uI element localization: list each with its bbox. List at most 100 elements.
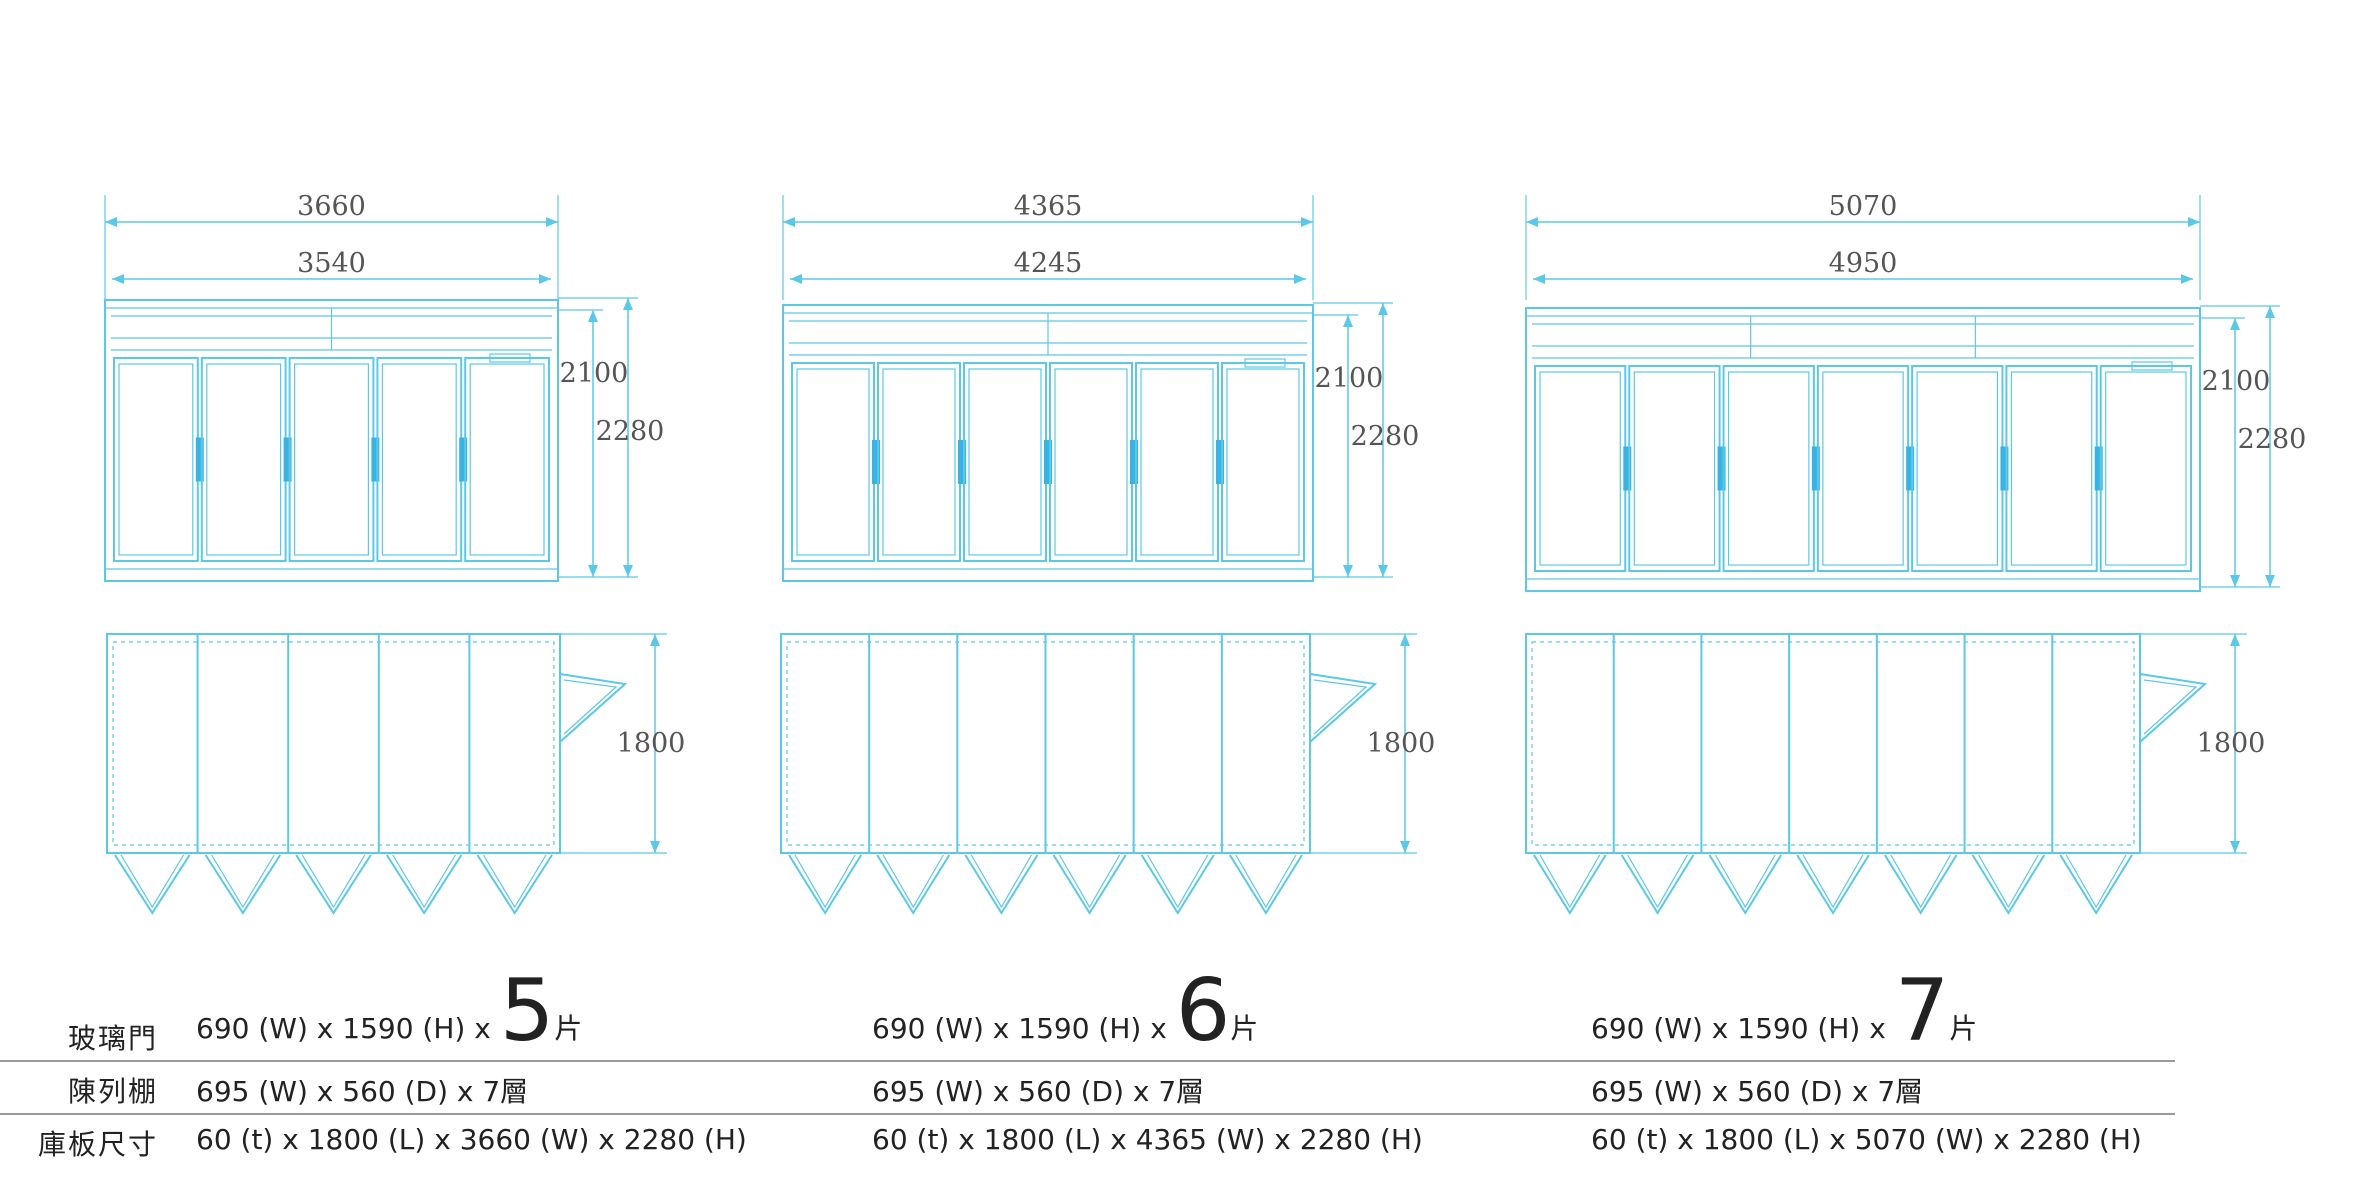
entrance-door-inner — [2143, 679, 2198, 735]
arrow-head — [1343, 565, 1353, 577]
glass-door-inner — [1054, 368, 1128, 556]
door-swing-inner — [1627, 854, 1688, 909]
door-swing-inner — [1890, 854, 1952, 909]
door-swing — [1971, 854, 2046, 915]
glass-door — [1911, 365, 2004, 572]
arrow-head — [2230, 841, 2240, 853]
door-handle — [459, 437, 468, 482]
glass-door-inner — [1727, 371, 1810, 566]
arrow-head — [1378, 303, 1388, 315]
door-swing-inner — [301, 854, 366, 909]
door-handle — [1717, 446, 1726, 491]
arrow-head — [783, 217, 795, 227]
glass-door-inner — [294, 363, 370, 556]
door-swing-inner — [1058, 854, 1121, 909]
glass-door-inner — [2105, 371, 2187, 566]
depth-label: 1800 — [1367, 728, 1436, 759]
entrance-door-inner — [563, 679, 618, 735]
arrow-head — [105, 217, 117, 227]
arrow-head — [1343, 315, 1353, 327]
glass-door — [200, 357, 287, 562]
door-handle — [283, 437, 292, 482]
overall-width-label: 5070 — [1829, 191, 1898, 222]
door-swing — [1796, 854, 1870, 915]
door-swing — [876, 854, 951, 915]
entrance-door — [559, 673, 628, 743]
glass-door-inner — [2010, 371, 2093, 566]
elevation-outline — [1525, 307, 2201, 592]
door-swing — [788, 854, 863, 915]
door-swing-inner — [1802, 854, 1864, 909]
inner-height-label: 2100 — [1315, 363, 1384, 394]
total-height-label: 2280 — [596, 416, 665, 447]
door-swing-inner — [482, 854, 547, 909]
inner-width-label: 4950 — [1829, 248, 1898, 279]
arrow-head — [539, 274, 551, 284]
entrance-door — [1309, 673, 1378, 743]
arrow-head — [2181, 274, 2193, 284]
door-swing-inner — [211, 854, 275, 909]
depth-label: 1800 — [2197, 728, 2266, 759]
door-swing — [1620, 854, 1695, 915]
arrow-head — [1301, 217, 1313, 227]
glass-door — [1534, 365, 1627, 572]
arrow-head — [623, 298, 633, 310]
door-handle — [195, 437, 204, 482]
door-handle — [1216, 440, 1224, 484]
glass-door — [288, 357, 375, 562]
door-handle — [1130, 440, 1138, 484]
door-swing — [476, 854, 553, 915]
arrow-head — [2230, 634, 2240, 646]
arrow-head — [588, 565, 598, 577]
entrance-door — [2139, 673, 2208, 743]
door-handle — [1811, 446, 1820, 491]
glass-door — [1722, 365, 1815, 572]
glass-door — [2005, 365, 2098, 572]
arrow-head — [650, 634, 660, 646]
door-swing-inner — [1235, 854, 1297, 909]
door-swing-inner — [1978, 854, 2039, 909]
arrow-head — [2265, 306, 2275, 318]
door-swing-inner — [1147, 854, 1209, 909]
inner-height-label: 2100 — [2202, 366, 2271, 397]
arrow-head — [2230, 318, 2240, 330]
plan-inner — [112, 641, 555, 846]
arrow-head — [1533, 274, 1545, 284]
arrow-head — [1526, 217, 1538, 227]
door-swing-inner — [882, 854, 944, 909]
glass-door — [963, 362, 1047, 562]
glass-door — [1135, 362, 1219, 562]
plan-outline — [106, 633, 561, 854]
door-swing — [1140, 854, 1215, 915]
plan-inner — [1531, 641, 2135, 846]
elevation-outline — [104, 299, 559, 582]
glass-door-inner — [469, 363, 545, 556]
arrow-head — [623, 565, 633, 577]
overall-width-label: 3660 — [297, 191, 366, 222]
door-swing-inner — [2065, 854, 2127, 909]
door-swing-inner — [970, 854, 1033, 909]
glass-door — [1628, 365, 1721, 572]
door-handle — [872, 440, 880, 484]
arrow-head — [112, 274, 124, 284]
door-handle — [2094, 446, 2103, 491]
arrow-head — [650, 841, 660, 853]
arrow-head — [1294, 274, 1306, 284]
glass-door — [791, 362, 875, 562]
door-swing — [385, 854, 463, 915]
door-handle — [371, 437, 380, 482]
door-swing — [295, 854, 372, 915]
door-swing — [1708, 854, 1782, 915]
plan-outline — [1525, 633, 2141, 854]
door-swing-inner — [120, 854, 185, 909]
door-swing-inner — [1714, 854, 1776, 909]
glass-door-inner — [882, 368, 956, 556]
elevation-outline — [782, 304, 1314, 582]
door-swing — [1228, 854, 1303, 915]
door-handle — [1044, 440, 1052, 484]
glass-door-inner — [1822, 371, 1904, 566]
total-height-label: 2280 — [2238, 424, 2307, 455]
door-handle — [2000, 446, 2009, 491]
